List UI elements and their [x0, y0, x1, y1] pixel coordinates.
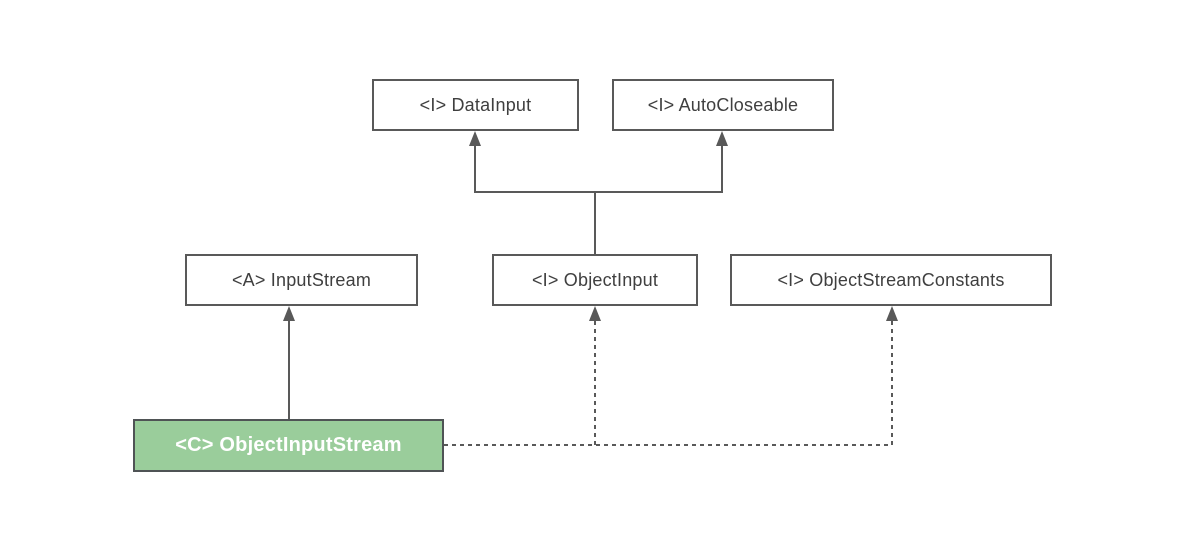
- arrowhead-objectstreamconstants: [886, 306, 898, 321]
- arrowhead-objectinput: [589, 306, 601, 321]
- node-datainput: <I> DataInput: [372, 79, 579, 131]
- arrowhead-datainput: [469, 131, 481, 146]
- node-datainput-label: <I> DataInput: [419, 94, 532, 115]
- node-objectstreamconstants-label: <I> ObjectStreamConstants: [777, 269, 1005, 290]
- arrowhead-autocloseable: [716, 131, 728, 146]
- node-objectstreamconstants: <I> ObjectStreamConstants: [730, 254, 1052, 306]
- node-inputstream-label: <A> InputStream: [231, 269, 372, 290]
- arrowhead-inputstream: [283, 306, 295, 321]
- node-autocloseable-label: <I> AutoCloseable: [647, 94, 799, 115]
- node-autocloseable: <I> AutoCloseable: [612, 79, 834, 131]
- node-objectinput-label: <I> ObjectInput: [531, 269, 659, 290]
- node-objectinputstream: <C> ObjectInputStream: [133, 419, 444, 472]
- node-objectinputstream-label: <C> ObjectInputStream: [175, 434, 402, 456]
- node-inputstream: <A> InputStream: [185, 254, 418, 306]
- node-objectinput: <I> ObjectInput: [492, 254, 698, 306]
- edge-objectinputstream-extends-inputstream: [283, 306, 295, 419]
- edge-objectinput-extends: [469, 131, 728, 254]
- edge-objectinputstream-implements: [444, 306, 898, 446]
